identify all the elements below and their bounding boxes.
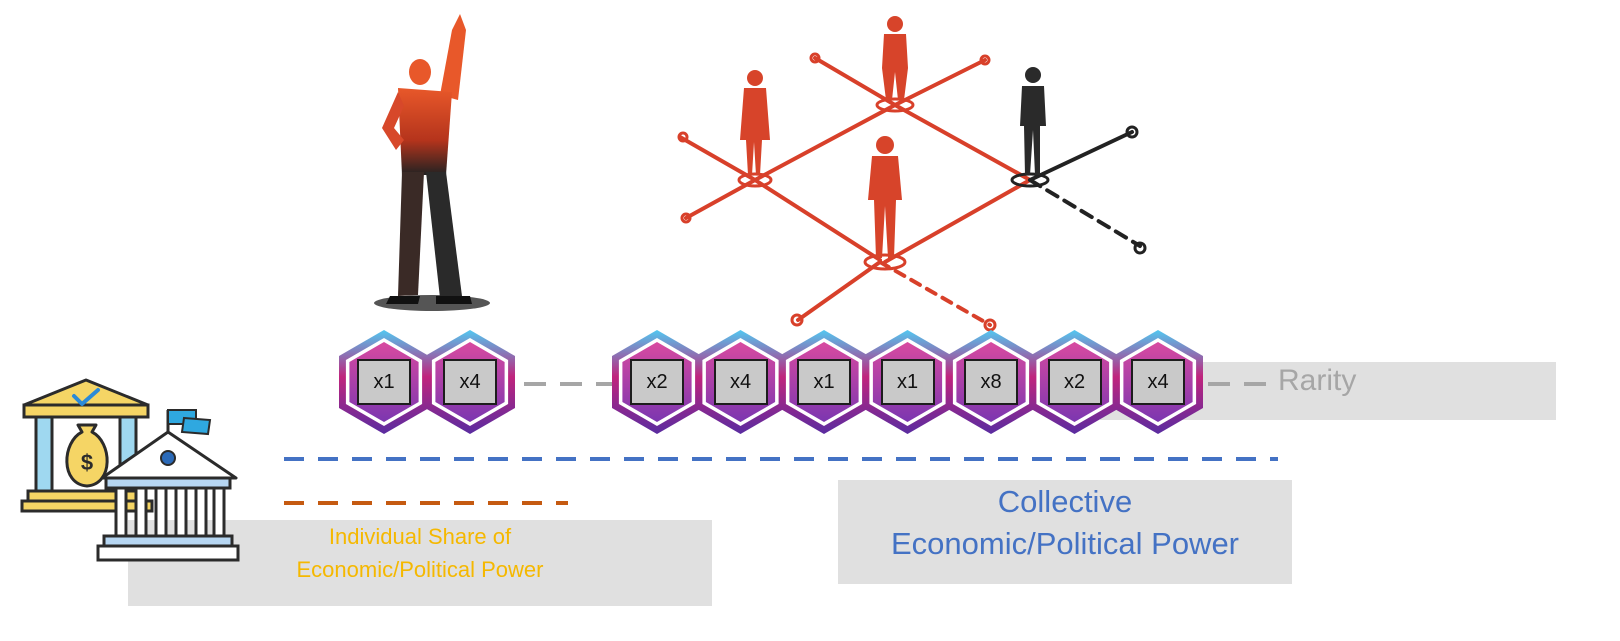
school-building-icon <box>96 430 240 562</box>
token-multiplier-badge: x4 <box>713 359 768 405</box>
flag-icon <box>166 409 212 436</box>
collective-label-line2: Economic/Political Power <box>890 526 1240 561</box>
token-multiplier-badge: x4 <box>1131 359 1185 405</box>
collective-label-line1: Collective <box>997 484 1133 519</box>
individual-label-line2: Economic/Political Power <box>296 557 544 582</box>
token-multiplier-badge: x2 <box>630 359 684 405</box>
token-multiplier-badge: x2 <box>1047 359 1102 405</box>
rarity-label: Rarity <box>1278 364 1357 397</box>
token-multiplier-badge: x1 <box>880 359 935 405</box>
individual-label-line1: Individual Share of <box>328 524 512 549</box>
raised-fist-person-icon <box>374 14 490 311</box>
token-multiplier-badge: x8 <box>964 359 1018 405</box>
svg-text:$: $ <box>81 450 93 475</box>
collective-panel <box>838 480 1292 584</box>
checkmark-icon <box>72 388 100 406</box>
token-multiplier-badge: x4 <box>443 359 497 405</box>
people-network-icon <box>677 16 1147 332</box>
money-bag-icon: $ <box>65 423 109 488</box>
token-multiplier-badge: x1 <box>797 359 851 405</box>
token-multiplier-badge: x1 <box>357 359 411 405</box>
